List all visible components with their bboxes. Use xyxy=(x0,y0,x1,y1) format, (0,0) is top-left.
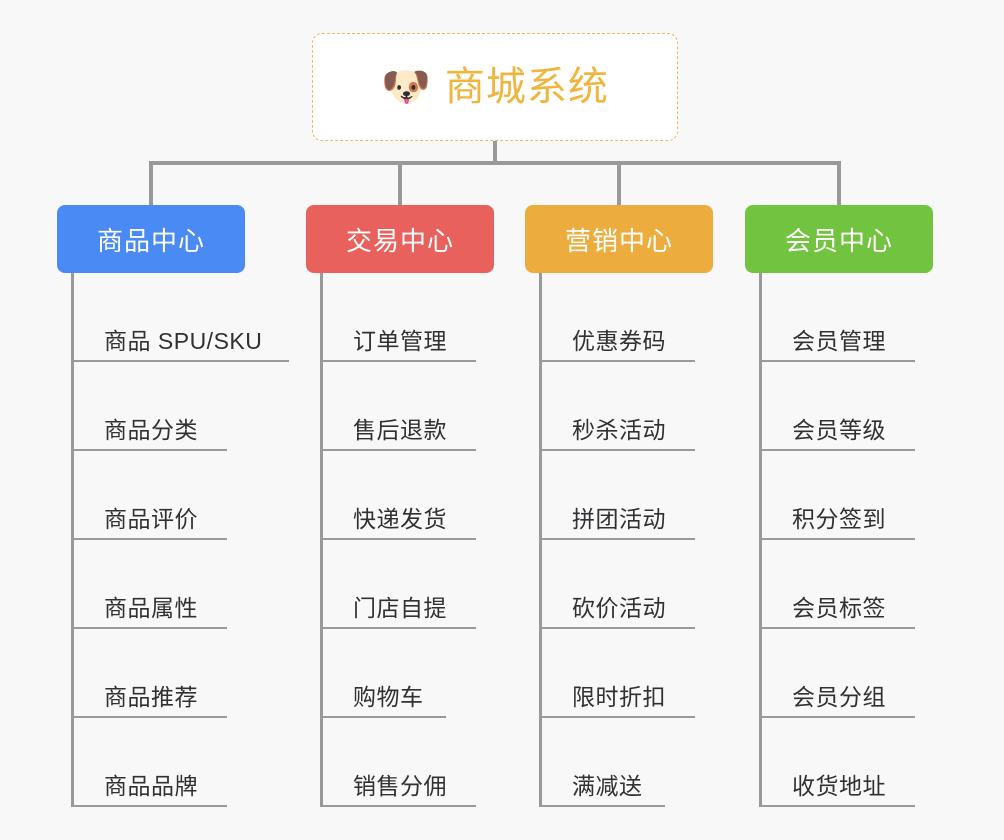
list-item-rule xyxy=(74,716,227,718)
category-header-marketing-center[interactable]: 营销中心 xyxy=(525,205,713,273)
leaf-list-member-center: 会员管理 会员等级 积分签到 会员标签 会员分组 收货地址 xyxy=(759,273,933,807)
list-item-rule xyxy=(323,716,446,718)
list-item[interactable]: 砍价活动 xyxy=(542,540,713,629)
connector-drop-product-center xyxy=(149,161,153,205)
list-item-label: 快递发货 xyxy=(353,506,447,532)
list-item[interactable]: 订单管理 xyxy=(323,273,494,362)
list-item[interactable]: 会员分组 xyxy=(762,629,933,718)
list-item-label: 限时折扣 xyxy=(572,684,666,710)
list-item[interactable]: 商品评价 xyxy=(74,451,245,540)
list-item-rule xyxy=(323,627,476,629)
list-item-rule xyxy=(323,449,476,451)
list-item[interactable]: 满减送 xyxy=(542,718,713,807)
list-item-rule xyxy=(762,805,915,807)
leaf-list-trade-center: 订单管理 售后退款 快递发货 门店自提 购物车 销售分佣 xyxy=(320,273,494,807)
list-item-label: 商品评价 xyxy=(104,506,198,532)
list-item-rule xyxy=(762,716,915,718)
list-item-label: 会员标签 xyxy=(792,595,886,621)
list-item-rule xyxy=(762,360,915,362)
list-item-rule xyxy=(74,449,227,451)
category-header-label: 会员中心 xyxy=(784,225,893,256)
category-header-label: 商品中心 xyxy=(96,225,205,256)
list-item-label: 门店自提 xyxy=(353,595,447,621)
list-item[interactable]: 商品推荐 xyxy=(74,629,245,718)
category-header-product-center[interactable]: 商品中心 xyxy=(57,205,245,273)
dog-face-icon: 🐶 xyxy=(381,65,431,109)
column-trade-center: 交易中心 订单管理 售后退款 快递发货 门店自提 购物车 xyxy=(306,205,494,807)
list-item-label: 会员管理 xyxy=(792,328,886,354)
list-item[interactable]: 门店自提 xyxy=(323,540,494,629)
leaf-list-marketing-center: 优惠券码 秒杀活动 拼团活动 砍价活动 限时折扣 满减送 xyxy=(539,273,713,807)
list-item[interactable]: 拼团活动 xyxy=(542,451,713,540)
list-item-rule xyxy=(762,538,915,540)
list-item-label: 会员分组 xyxy=(792,684,886,710)
list-item-rule xyxy=(74,805,227,807)
list-item[interactable]: 会员管理 xyxy=(762,273,933,362)
list-item[interactable]: 商品分类 xyxy=(74,362,245,451)
list-item[interactable]: 商品属性 xyxy=(74,540,245,629)
list-item-rule xyxy=(542,538,695,540)
list-item-label: 满减送 xyxy=(572,773,643,799)
list-item[interactable]: 收货地址 xyxy=(762,718,933,807)
category-header-trade-center[interactable]: 交易中心 xyxy=(306,205,494,273)
list-item-label: 销售分佣 xyxy=(353,773,447,799)
root-title: 商城系统 xyxy=(444,65,609,109)
list-item[interactable]: 会员标签 xyxy=(762,540,933,629)
list-item-label: 商品推荐 xyxy=(104,684,198,710)
list-item-rule xyxy=(542,805,665,807)
list-item-label: 购物车 xyxy=(353,684,424,710)
list-item-label: 商品属性 xyxy=(104,595,198,621)
list-item-label: 商品分类 xyxy=(104,417,198,443)
list-item-rule xyxy=(74,627,227,629)
list-item-label: 收货地址 xyxy=(792,773,886,799)
list-item-label: 秒杀活动 xyxy=(572,417,666,443)
root-node[interactable]: 🐶 商城系统 xyxy=(312,33,678,141)
list-item-rule xyxy=(542,360,695,362)
list-item-rule xyxy=(542,627,695,629)
list-item-rule xyxy=(74,538,227,540)
list-item-label: 售后退款 xyxy=(353,417,447,443)
list-item[interactable]: 购物车 xyxy=(323,629,494,718)
list-item-rule xyxy=(542,449,695,451)
column-product-center: 商品中心 商品 SPU/SKU 商品分类 商品评价 商品属性 商品推荐 xyxy=(57,205,289,807)
connector-horizontal-bus xyxy=(149,161,841,165)
list-item[interactable]: 会员等级 xyxy=(762,362,933,451)
list-item-rule xyxy=(542,716,695,718)
category-header-label: 营销中心 xyxy=(564,225,673,256)
list-item-label: 商品 SPU/SKU xyxy=(104,328,263,354)
list-item-label: 商品品牌 xyxy=(104,773,198,799)
list-item-rule xyxy=(323,805,476,807)
list-item[interactable]: 销售分佣 xyxy=(323,718,494,807)
list-item-label: 优惠券码 xyxy=(572,328,666,354)
list-item[interactable]: 积分签到 xyxy=(762,451,933,540)
list-item-label: 积分签到 xyxy=(792,506,886,532)
list-item[interactable]: 售后退款 xyxy=(323,362,494,451)
leaf-list-product-center: 商品 SPU/SKU 商品分类 商品评价 商品属性 商品推荐 商品品牌 xyxy=(71,273,289,807)
list-item-label: 拼团活动 xyxy=(572,506,666,532)
list-item-rule xyxy=(74,360,289,362)
connector-drop-member-center xyxy=(837,161,841,205)
connector-drop-trade-center xyxy=(398,161,402,205)
column-member-center: 会员中心 会员管理 会员等级 积分签到 会员标签 会员分组 xyxy=(745,205,933,807)
list-item[interactable]: 快递发货 xyxy=(323,451,494,540)
list-item-rule xyxy=(323,360,476,362)
list-item-label: 砍价活动 xyxy=(572,595,666,621)
list-item[interactable]: 商品品牌 xyxy=(74,718,245,807)
list-item-rule xyxy=(323,538,476,540)
category-header-label: 交易中心 xyxy=(345,225,454,256)
list-item-label: 会员等级 xyxy=(792,417,886,443)
list-item[interactable]: 优惠券码 xyxy=(542,273,713,362)
list-item[interactable]: 商品 SPU/SKU xyxy=(74,273,289,362)
connector-root-stem xyxy=(493,141,497,163)
list-item-rule xyxy=(762,449,915,451)
column-marketing-center: 营销中心 优惠券码 秒杀活动 拼团活动 砍价活动 限时折扣 xyxy=(525,205,713,807)
list-item[interactable]: 限时折扣 xyxy=(542,629,713,718)
list-item-rule xyxy=(762,627,915,629)
category-header-member-center[interactable]: 会员中心 xyxy=(745,205,933,273)
connector-drop-marketing-center xyxy=(617,161,621,205)
list-item[interactable]: 秒杀活动 xyxy=(542,362,713,451)
list-item-label: 订单管理 xyxy=(353,328,447,354)
